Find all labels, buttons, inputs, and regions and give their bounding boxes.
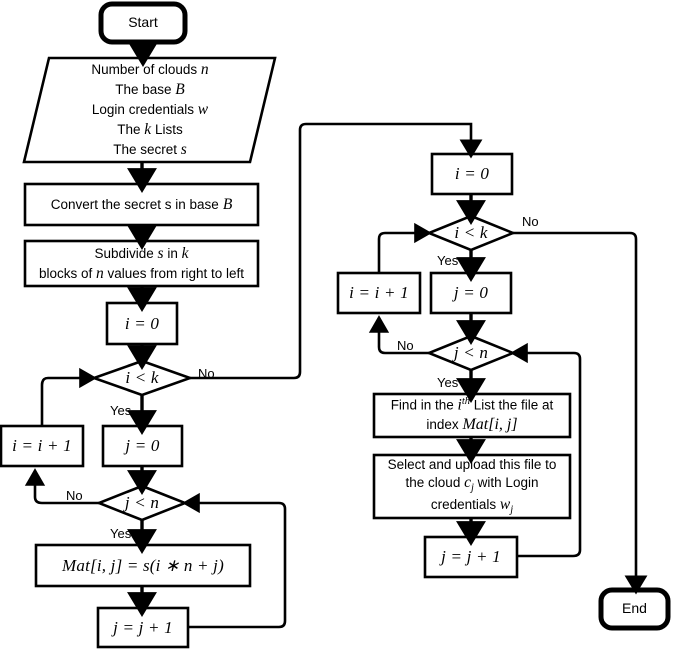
node-cond-i-k-right bbox=[425, 214, 517, 252]
node-find-file bbox=[372, 392, 572, 439]
node-inputs bbox=[22, 56, 277, 164]
node-inc-j-right bbox=[423, 535, 519, 579]
edge-cond-ik-left-no-to-right-column bbox=[190, 122, 483, 380]
edge-label-yes-left-ik: Yes bbox=[110, 403, 132, 418]
node-cond-j-n-left bbox=[95, 484, 189, 522]
node-cond-i-k-left bbox=[90, 359, 194, 397]
edge-inc-j-left-loop-back bbox=[182, 492, 287, 629]
edge-label-no-right-jn: No bbox=[397, 338, 414, 353]
edge-cond-jn-right-no-to-inc-i-right bbox=[368, 315, 429, 355]
node-inc-i-left bbox=[0, 424, 85, 468]
node-cond-j-n-right bbox=[425, 334, 517, 372]
node-subdivide bbox=[23, 239, 260, 288]
node-inc-i-right bbox=[336, 271, 422, 315]
node-upload-file bbox=[372, 453, 572, 520]
node-init-j-left bbox=[101, 424, 184, 468]
edge-inc-i-right-to-cond-ik-right bbox=[377, 222, 432, 273]
edge-label-yes-right-ik: Yes bbox=[437, 253, 459, 268]
edge-label-yes-right-jn: Yes bbox=[437, 375, 459, 390]
edge-cond-jn-no-to-inc-i-left bbox=[24, 468, 99, 505]
edge-label-no-left-ik: No bbox=[198, 366, 215, 381]
node-inc-j-left bbox=[96, 606, 190, 649]
node-assign-mat bbox=[34, 543, 252, 588]
edge-inc-j-right-loop-back bbox=[510, 342, 582, 558]
node-init-i-left bbox=[105, 301, 179, 346]
node-init-j-right bbox=[429, 271, 513, 315]
node-end bbox=[598, 587, 671, 631]
edge-cond-ik-right-no-to-end bbox=[513, 231, 648, 595]
node-start bbox=[98, 1, 188, 45]
node-init-i-right bbox=[430, 152, 514, 196]
edge-label-no-left-jn: No bbox=[66, 488, 83, 503]
node-convert bbox=[23, 182, 260, 227]
edge-inc-i-left-to-cond-ik bbox=[40, 367, 97, 426]
edge-label-yes-left-jn: Yes bbox=[110, 526, 132, 541]
edge-label-no-right-ik: No bbox=[522, 214, 539, 229]
